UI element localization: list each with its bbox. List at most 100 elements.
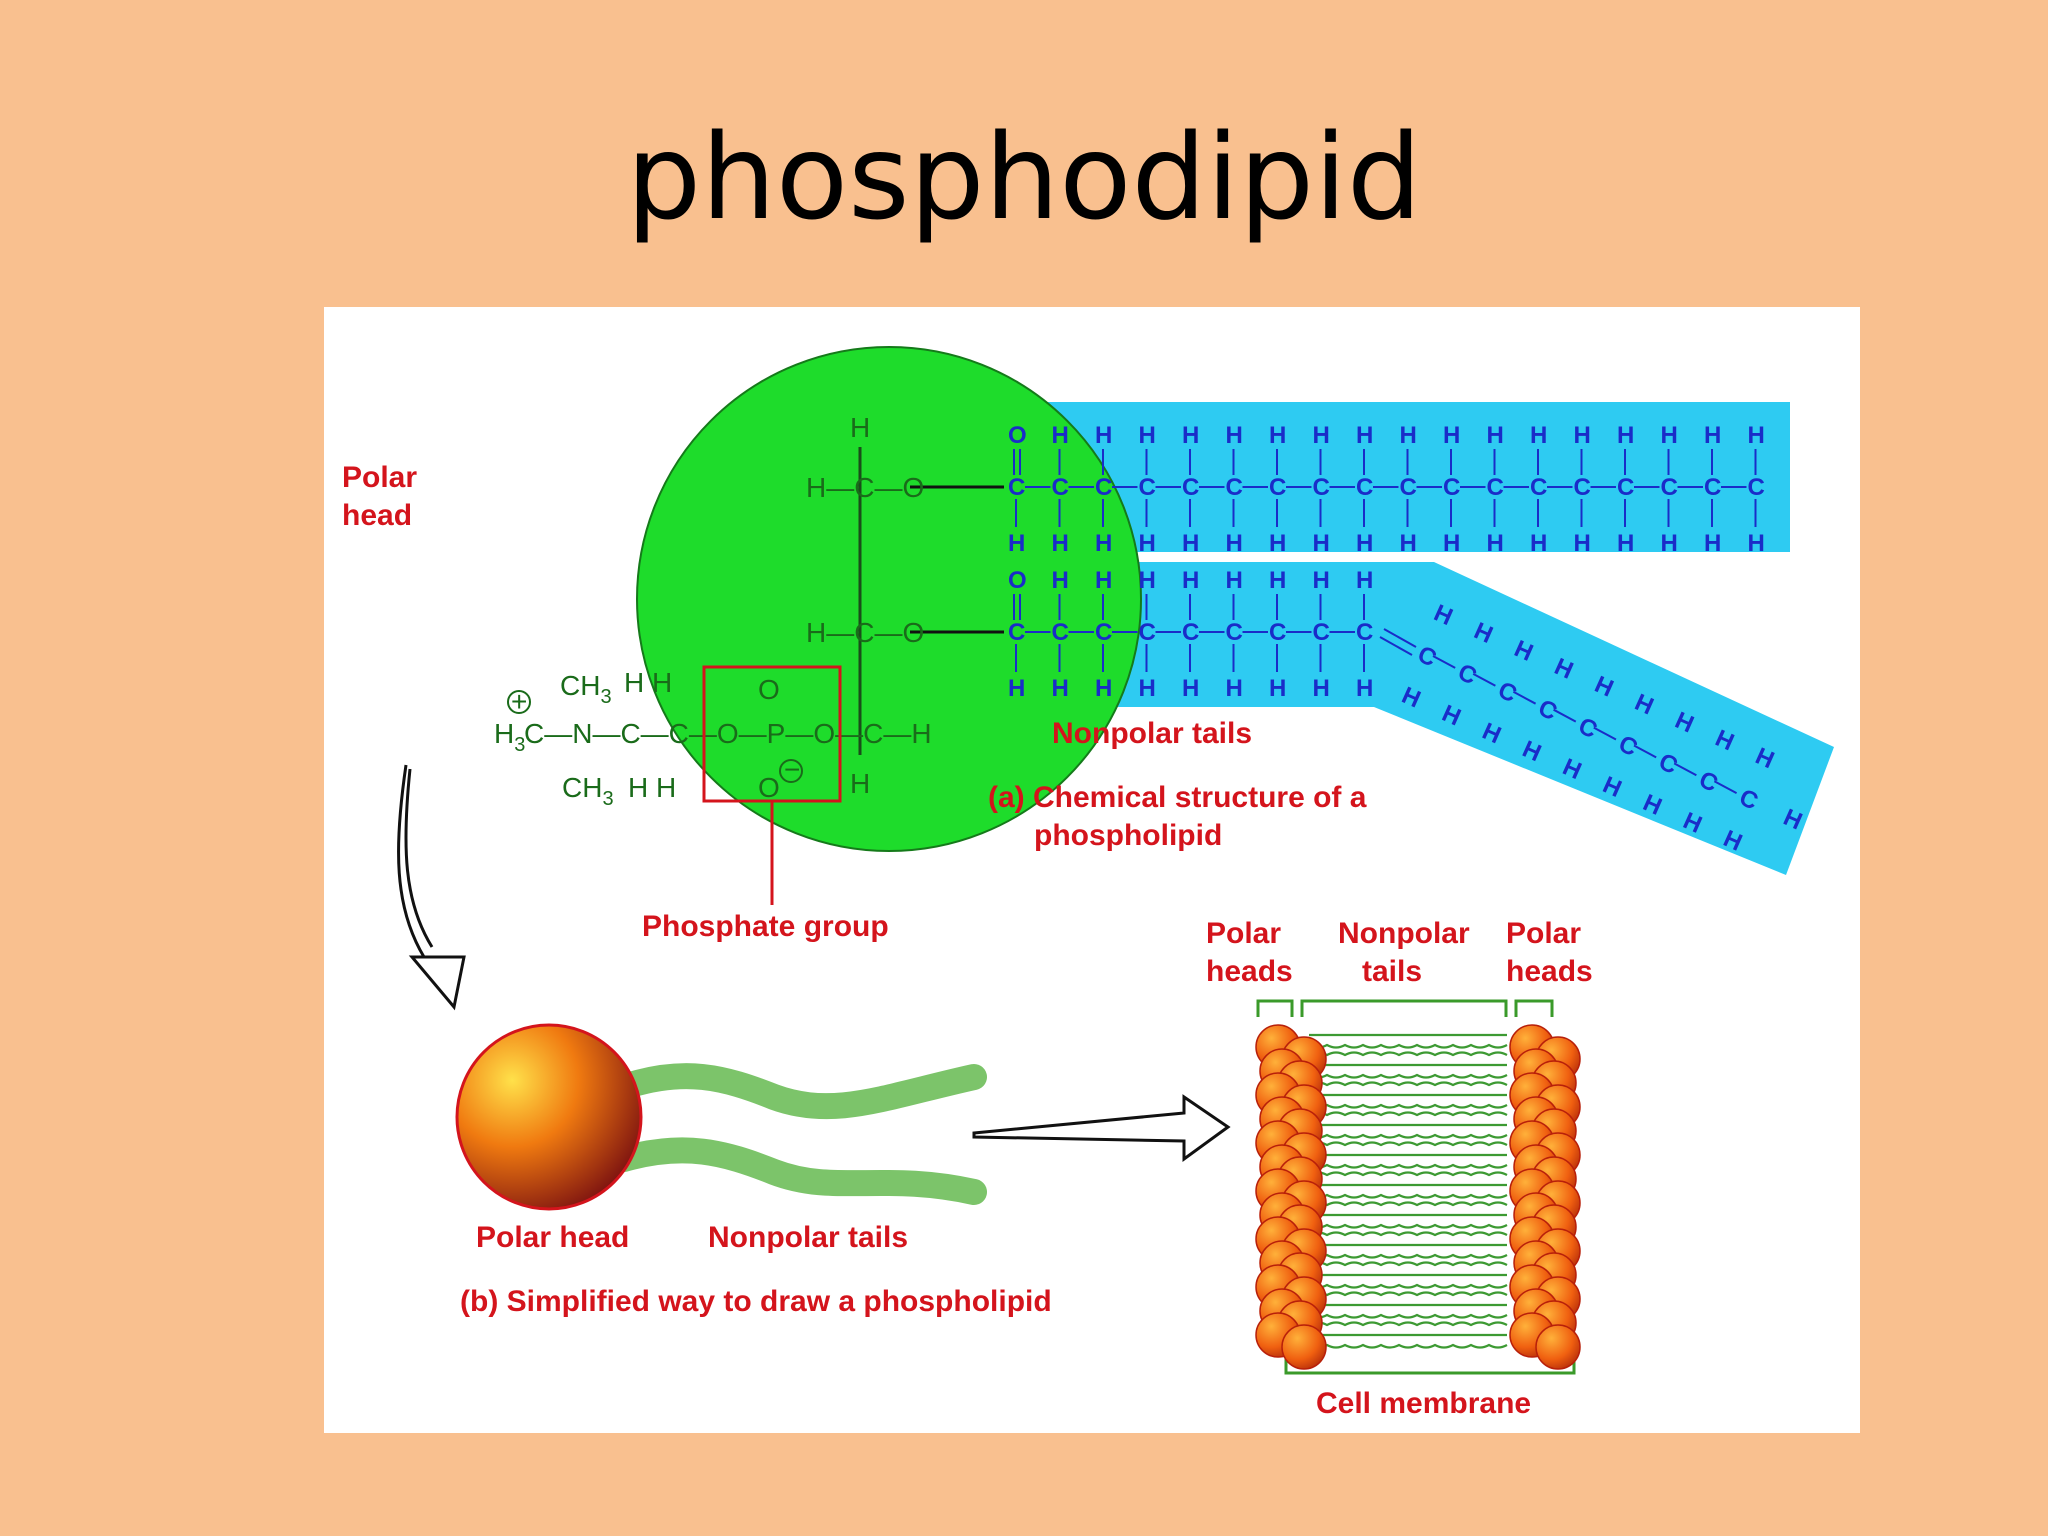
bracket-cell-membrane bbox=[1284, 1357, 1576, 1375]
tail-hydrogen: H bbox=[1226, 530, 1243, 557]
tail-carbon: C bbox=[1313, 619, 1330, 646]
membrane-heads bbox=[1255, 1024, 1581, 1370]
tail-hydrogen: H bbox=[1530, 422, 1547, 449]
tail-carbon: C bbox=[1313, 474, 1330, 501]
tail-hydrogen: H bbox=[1139, 675, 1156, 702]
membrane-tail-strand bbox=[1308, 1253, 1508, 1259]
membrane-tail-strand bbox=[1308, 1201, 1508, 1207]
tail-hydrogen: H bbox=[1400, 422, 1417, 449]
tail-hydrogen: H bbox=[1443, 530, 1460, 557]
tail-hydrogen: H bbox=[1313, 422, 1330, 449]
simple-polar-head-ball bbox=[455, 1023, 643, 1211]
tail-hydrogen: H bbox=[1356, 675, 1373, 702]
tail-carbon: C bbox=[1182, 619, 1199, 646]
tail-hydrogen: H bbox=[1226, 567, 1243, 594]
tail-hydrogen: H bbox=[1704, 530, 1721, 557]
curved-arrow-down bbox=[397, 764, 426, 958]
arrow-to-membrane bbox=[972, 1094, 1231, 1162]
tail-carbon: C bbox=[1704, 474, 1721, 501]
glycerol-c1: H—C—O bbox=[806, 472, 924, 503]
membrane-tail-strand bbox=[1308, 1343, 1508, 1349]
tail-carbon: C bbox=[1661, 474, 1678, 501]
tail-hydrogen: H bbox=[1226, 675, 1243, 702]
membrane-tail-strand bbox=[1308, 1171, 1508, 1177]
membrane-polar-heads-right-line1: Polar bbox=[1506, 917, 1581, 950]
tail-hydrogen: H bbox=[1008, 675, 1025, 702]
tail-hydrogen: H bbox=[1661, 530, 1678, 557]
membrane-tail-strand bbox=[1308, 1321, 1508, 1327]
tail-carbon: C bbox=[1356, 619, 1373, 646]
phosphate-o-bottom: O bbox=[758, 772, 780, 803]
tail-hydrogen: H bbox=[1661, 422, 1678, 449]
tail-carbon: C bbox=[1095, 619, 1112, 646]
tail-hydrogen: H bbox=[1443, 422, 1460, 449]
tail-hydrogen: H bbox=[1139, 567, 1156, 594]
membrane-tail-strand bbox=[1308, 1163, 1508, 1169]
tail-carbon: C bbox=[1182, 474, 1199, 501]
tail-carbon: C bbox=[1139, 619, 1156, 646]
polar-head-label-line1: Polar bbox=[342, 461, 417, 494]
tail-hydrogen: H bbox=[1182, 567, 1199, 594]
bent-cc-bond bbox=[1432, 655, 1456, 669]
tail-carbon: C bbox=[1052, 474, 1069, 501]
choline-h3c: H3 bbox=[494, 718, 525, 756]
membrane-tail-strand bbox=[1308, 1313, 1508, 1319]
membrane-nonpolar-tails-line1: Nonpolar bbox=[1338, 917, 1470, 950]
bent-cc-bond bbox=[1593, 726, 1617, 741]
tail-hydrogen: H bbox=[1095, 675, 1112, 702]
membrane-tail-strand bbox=[1308, 1103, 1508, 1109]
carbonyl-o: O bbox=[1008, 422, 1027, 449]
tail-carbon: C bbox=[1269, 474, 1286, 501]
tail-hydrogen: H bbox=[1095, 567, 1112, 594]
tail-hydrogen: H bbox=[1617, 422, 1634, 449]
tail-hydrogen: H bbox=[1313, 675, 1330, 702]
tail-hydrogen: H bbox=[1269, 422, 1286, 449]
choline-ch3-top: CH3 bbox=[560, 670, 612, 708]
tail-hydrogen: H bbox=[1704, 422, 1721, 449]
tail-hydrogen: H bbox=[1182, 530, 1199, 557]
simple-tail-upper bbox=[611, 1063, 987, 1120]
membrane-tail-strand bbox=[1308, 1283, 1508, 1289]
tail-hydrogen: H bbox=[1574, 530, 1591, 557]
tail-carbon: C bbox=[1008, 619, 1025, 646]
tail-hydrogen: H bbox=[1356, 422, 1373, 449]
simple-polar-head-label: Polar head bbox=[476, 1221, 629, 1254]
tail-hydrogen: H bbox=[1139, 422, 1156, 449]
bent-cc-bond bbox=[1633, 744, 1657, 759]
bracket-tails bbox=[1300, 999, 1508, 1017]
membrane-tail-strand bbox=[1308, 1051, 1508, 1057]
polar-head-label-line2: head bbox=[342, 499, 412, 532]
membrane-tail-strand bbox=[1308, 1291, 1508, 1297]
caption-a-line2: phospholipid bbox=[1034, 819, 1222, 852]
tail-hydrogen: H bbox=[1617, 530, 1634, 557]
membrane-tail-strand bbox=[1308, 1081, 1508, 1087]
cell-membrane-label: Cell membrane bbox=[1316, 1387, 1531, 1420]
tail-hydrogen: H bbox=[1269, 675, 1286, 702]
bracket-right-heads bbox=[1514, 999, 1554, 1017]
tail-carbon: C bbox=[1400, 474, 1417, 501]
tail-hydrogen: H bbox=[1487, 530, 1504, 557]
choline-h-bottom: H H bbox=[628, 772, 676, 803]
membrane-tail-strand bbox=[1308, 1141, 1508, 1147]
tail-hydrogen: H bbox=[1574, 422, 1591, 449]
tail-hydrogen: H bbox=[1095, 422, 1112, 449]
bent-cc-bond bbox=[1713, 780, 1738, 795]
tail-hydrogen: H bbox=[1313, 567, 1330, 594]
simple-tail-lower bbox=[611, 1137, 987, 1205]
tail-carbon: C bbox=[1269, 619, 1286, 646]
bent-cc-bond bbox=[1512, 690, 1537, 705]
plus-charge-ring bbox=[507, 690, 531, 714]
tail-hydrogen: H bbox=[1139, 530, 1156, 557]
membrane-tail-strand bbox=[1308, 1193, 1508, 1199]
membrane-tail-strand bbox=[1308, 1043, 1508, 1049]
double-bond bbox=[1379, 636, 1413, 656]
tail-carbon: C bbox=[1226, 474, 1243, 501]
membrane-tails bbox=[1308, 1033, 1508, 1349]
double-bond bbox=[1383, 628, 1417, 648]
glycerol-c3-h: H bbox=[850, 768, 870, 799]
tail-carbon: C bbox=[1574, 474, 1591, 501]
tail-hydrogen: H bbox=[1226, 422, 1243, 449]
caption-b: (b) Simplified way to draw a phospholipi… bbox=[460, 1285, 1052, 1318]
tail-hydrogen: H bbox=[1530, 530, 1547, 557]
